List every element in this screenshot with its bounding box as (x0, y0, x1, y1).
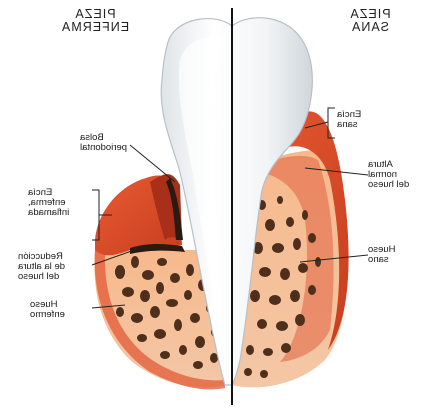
label-healthy-bone: Hueso sano (368, 245, 418, 265)
header-healthy: PIEZA SANA (330, 8, 410, 34)
label-normal-bone-height: Altura normal del hueso (368, 160, 423, 190)
header-diseased: PIEZA ENFERMA (55, 8, 135, 34)
label-healthy-gum: Encía sana (337, 110, 387, 130)
label-periodontal-pocket: Bolsa periodontal (80, 133, 155, 153)
label-diseased-bone: Hueso enfermo (30, 300, 90, 320)
label-bone-reduction: Reducción de la altura del hueso (18, 252, 90, 282)
label-inflamed-gum: Encía enferma, inflamada (28, 188, 90, 218)
